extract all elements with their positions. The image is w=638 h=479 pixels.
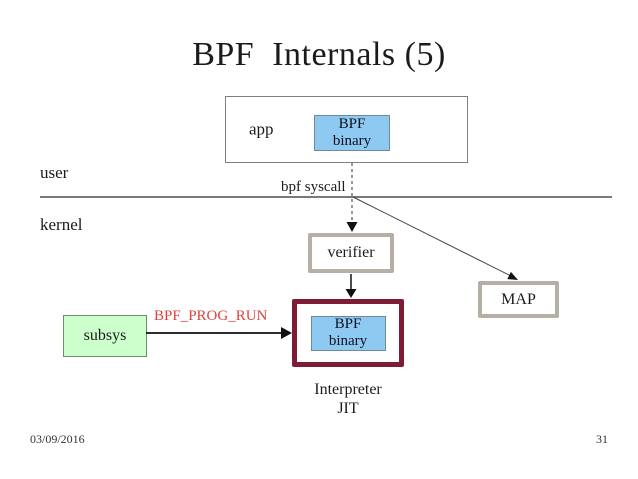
app-box: app BPF binary <box>225 96 468 163</box>
map-label: MAP <box>501 290 536 308</box>
bpf-binary-box-user: BPF binary <box>314 115 390 151</box>
verifier-box: verifier <box>308 233 394 273</box>
bpf-binary-box-kernel: BPF binary <box>310 315 386 351</box>
bpf-binary-line1: BPF <box>338 116 366 132</box>
app-label: app <box>249 119 274 139</box>
arrow-app-to-verifier-head <box>346 222 358 232</box>
subsys-box: subsys <box>63 315 147 357</box>
arrow-syscall-to-map-line <box>352 196 512 277</box>
map-box: MAP <box>478 281 559 318</box>
verifier-label: verifier <box>327 244 375 261</box>
user-space-label: user <box>40 163 69 182</box>
arrow-syscall-to-map-head <box>507 271 518 280</box>
slide-title: BPF Internals (5) <box>192 36 446 73</box>
bpf-prog-run-label: BPF_PROG_RUN <box>154 308 268 324</box>
bpf-binary-line2: binary <box>332 133 372 149</box>
footer-page-number: 31 <box>596 432 608 446</box>
bpf-binary-line2: binary <box>328 333 368 349</box>
bpf-runtime-box: BPF binary <box>292 299 404 367</box>
subsys-label: subsys <box>83 327 127 344</box>
interpreter-line: Interpreter <box>314 381 382 398</box>
interpreter-jit-caption: Interpreter JIT <box>292 380 404 418</box>
footer-date: 03/09/2016 <box>30 432 85 446</box>
bpf-binary-line1: BPF <box>334 316 362 332</box>
bpf-syscall-label: bpf syscall <box>281 179 346 195</box>
arrow-verifier-to-binary-head <box>345 289 357 298</box>
kernel-space-label: kernel <box>40 215 83 234</box>
arrow-subsys-to-binary-head <box>281 327 292 339</box>
jit-line: JIT <box>337 400 359 417</box>
